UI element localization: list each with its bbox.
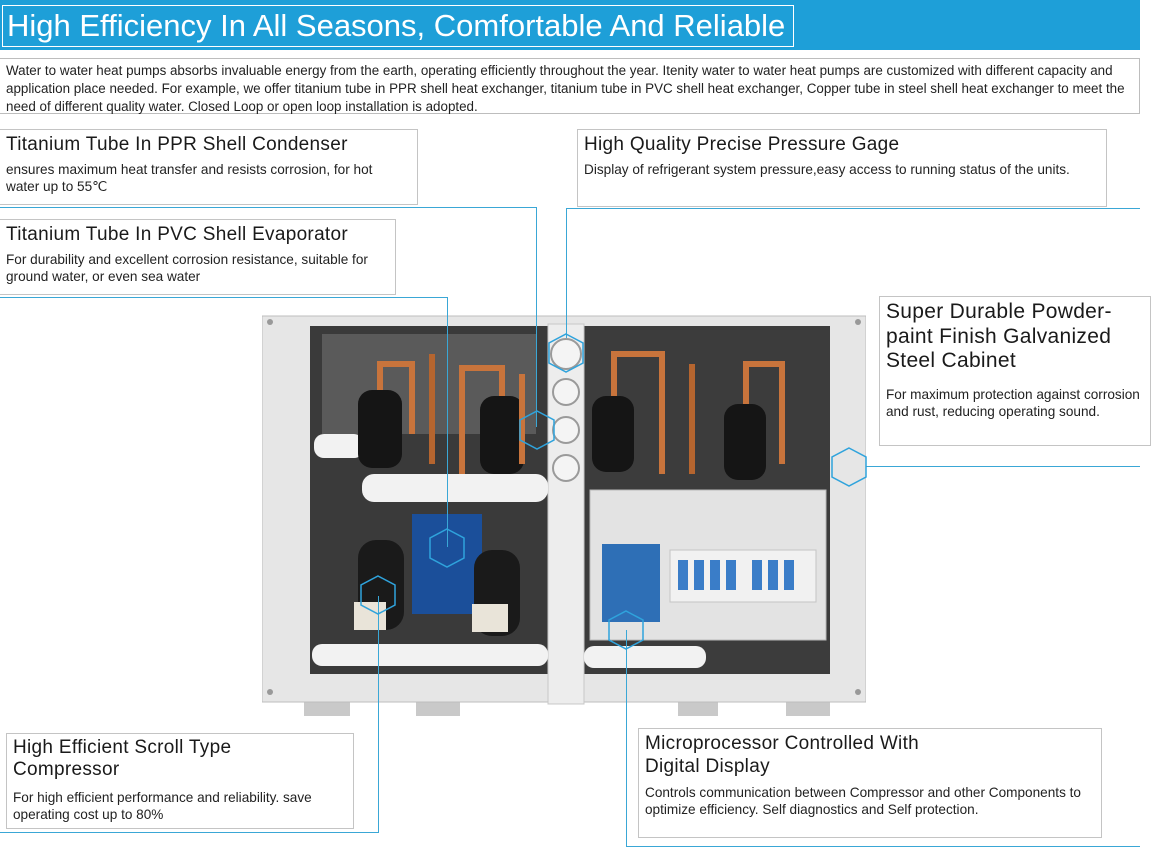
feature-microprocessor-title: Microprocessor Controlled With Digital D… bbox=[645, 733, 920, 777]
leader-gage-v bbox=[566, 208, 567, 338]
hex-marker-evaporator bbox=[429, 528, 465, 568]
leader-compressor-h bbox=[0, 832, 379, 833]
feature-evaporator-title: Titanium Tube In PVC Shell Evaporator bbox=[6, 224, 349, 245]
feature-pressure-gage-title: High Quality Precise Pressure Gage bbox=[584, 134, 900, 155]
leader-evaporator-v bbox=[447, 297, 448, 547]
feature-microprocessor-desc: Controls communication between Compresso… bbox=[645, 785, 1081, 817]
feature-evaporator-desc: For durability and excellent corrosion r… bbox=[6, 252, 368, 284]
heat-pump-illustration bbox=[262, 315, 866, 716]
leader-condenser-v bbox=[536, 207, 537, 427]
feature-microprocessor: Microprocessor Controlled With Digital D… bbox=[638, 728, 1102, 838]
header-banner: High Efficiency In All Seasons, Comforta… bbox=[0, 0, 1140, 50]
feature-condenser: Titanium Tube In PPR Shell Condenser ens… bbox=[0, 129, 418, 205]
hex-marker-microprocessor bbox=[608, 610, 644, 650]
leader-compressor-v bbox=[378, 596, 379, 832]
feature-evaporator: Titanium Tube In PVC Shell Evaporator Fo… bbox=[0, 219, 396, 295]
feature-compressor: High Efficient Scroll Type Compressor Fo… bbox=[6, 733, 354, 829]
leader-evaporator-h bbox=[0, 297, 448, 298]
hex-marker-condenser bbox=[519, 410, 555, 450]
leader-micro-h bbox=[626, 846, 1140, 847]
leader-micro-v bbox=[626, 630, 627, 846]
feature-cabinet-desc: For maximum protection against corrosion… bbox=[886, 386, 1140, 419]
feature-pressure-gage-desc: Display of refrigerant system pressure,e… bbox=[584, 162, 1070, 177]
feature-pressure-gage: High Quality Precise Pressure Gage Displ… bbox=[577, 129, 1107, 207]
feature-cabinet: Super Durable Powder-paint Finish Galvan… bbox=[879, 296, 1151, 446]
intro-paragraph: Water to water heat pumps absorbs invalu… bbox=[0, 58, 1140, 114]
feature-compressor-desc: For high efficient performance and relia… bbox=[13, 790, 312, 822]
hex-marker-compressor bbox=[360, 575, 396, 615]
hex-marker-gage bbox=[548, 333, 584, 373]
feature-condenser-title: Titanium Tube In PPR Shell Condenser bbox=[6, 134, 348, 155]
leader-cabinet-h bbox=[866, 466, 1140, 467]
leader-condenser-h bbox=[0, 207, 536, 208]
leader-gage-h bbox=[566, 208, 1140, 209]
feature-condenser-desc: ensures maximum heat transfer and resist… bbox=[6, 162, 373, 194]
feature-cabinet-title: Super Durable Powder-paint Finish Galvan… bbox=[886, 300, 1112, 372]
feature-compressor-title: High Efficient Scroll Type Compressor bbox=[13, 737, 232, 780]
page-title: High Efficiency In All Seasons, Comforta… bbox=[2, 5, 795, 47]
hex-marker-cabinet bbox=[831, 447, 867, 487]
